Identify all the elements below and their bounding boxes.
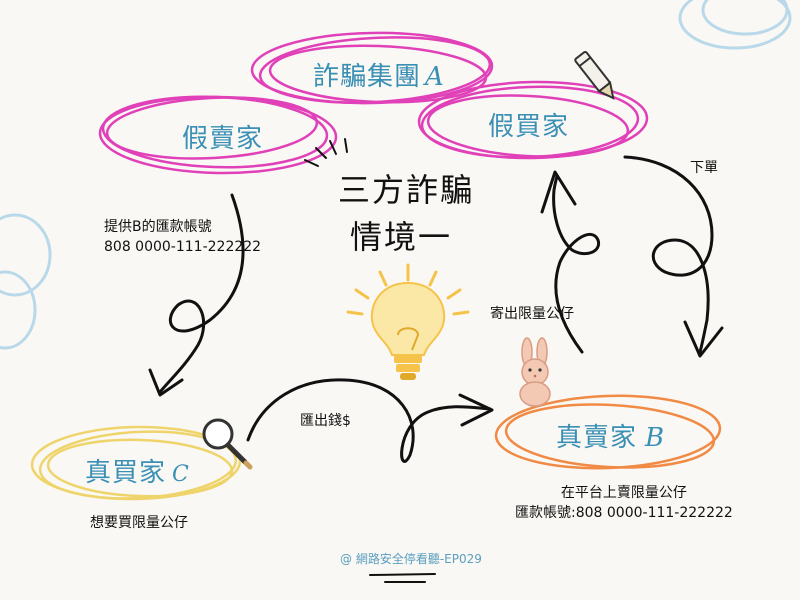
scam-group-circle — [250, 31, 494, 105]
light-bulb-icon — [346, 263, 470, 380]
arrow-real-buyer-to-real-seller — [246, 378, 492, 463]
note-seller-info: 在平台上賣限量公仔 匯款帳號:808 0000-111-222222 — [515, 483, 733, 523]
real-seller-tag: B — [645, 423, 666, 453]
magnifier-icon — [202, 418, 253, 470]
fake-buyer-circle — [417, 80, 649, 160]
arrow-fake-buyer-to-real-seller — [623, 155, 714, 354]
fake-buyer-node: 假買家 — [488, 106, 569, 143]
note-seller-line-2: 匯款帳號:808 0000-111-222222 — [515, 505, 733, 521]
real-buyer-label: 真買家 — [85, 458, 167, 488]
note-ship-figure: 寄出限量公仔 — [490, 306, 574, 322]
arrowhead-order — [683, 320, 724, 358]
real-seller-circle — [494, 394, 722, 470]
real-buyer-tag: C — [172, 462, 190, 487]
arrowhead-real-buyer — [148, 368, 184, 397]
note-provide-account: 提供B的匯款帳號 808 0000-111-222222 — [104, 217, 261, 257]
pencil-icon — [574, 51, 615, 100]
scam-group-tag: A — [425, 62, 445, 92]
fake-seller-node: 假賣家 — [182, 118, 263, 155]
title-line-1: 三方詐騙 — [338, 171, 475, 209]
decor-swirl-left — [0, 213, 52, 350]
note-provide-account-line-1: 提供B的匯款帳號 — [104, 219, 212, 235]
note-buyer-want: 想要買限量公仔 — [90, 515, 188, 531]
arrow-fake-seller-to-real-buyer — [158, 193, 245, 394]
decor-swirl-top-right — [678, 0, 792, 50]
note-place-order: 下單 — [690, 160, 718, 176]
fake-seller-circle — [98, 95, 338, 175]
note-provide-account-line-2: 808 0000-111-222222 — [104, 239, 262, 255]
scam-group-label: 詐騙集團 — [313, 62, 422, 92]
title-line-2: 情境一 — [350, 218, 453, 256]
arrowhead-real-seller — [458, 393, 494, 427]
fake-seller-label: 假賣家 — [182, 124, 264, 154]
bunny-figure-icon — [519, 337, 551, 407]
real-buyer-circle — [30, 425, 242, 501]
footer-credit: @ 網路安全停看聽-EP029 — [340, 552, 482, 566]
arrowhead-fake-buyer — [540, 170, 577, 214]
real-seller-label: 真賣家 — [556, 423, 638, 453]
arrow-real-seller-to-fake-buyer — [552, 174, 601, 354]
note-remit-money: 匯出錢$ — [300, 413, 351, 429]
sparkle-icon — [304, 138, 348, 167]
fake-buyer-label: 假買家 — [488, 112, 570, 142]
note-seller-line-1: 在平台上賣限量公仔 — [560, 485, 687, 501]
footer-underline — [369, 573, 436, 583]
